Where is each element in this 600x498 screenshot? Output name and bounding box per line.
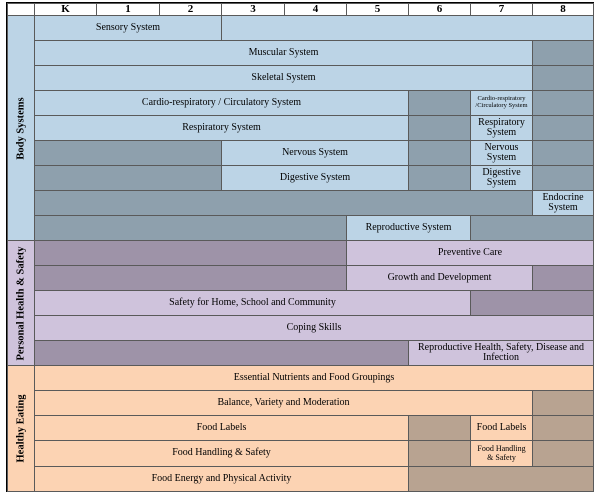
essential-nutrients-cell: Essential Nutrients and Food Groupings <box>34 365 594 391</box>
coping-skills-cell: Coping Skills <box>34 315 594 341</box>
balance-gray-cell <box>532 390 594 416</box>
nervous-gray-cell-8 <box>532 140 594 166</box>
balance-variety-cell: Balance, Variety and Moderation <box>34 390 533 416</box>
food-handling-cell: Food Handling & Safety <box>34 440 409 467</box>
sensory-empty-cell <box>221 15 594 41</box>
reproductive-gray-cell-k4 <box>34 215 347 241</box>
respiratory-gray-cell-6 <box>408 115 471 141</box>
nervous-gray-cell-k2 <box>34 140 222 166</box>
food-energy-cell: Food Energy and Physical Activity <box>34 466 409 492</box>
endocrine-gray-cell <box>34 190 533 216</box>
reproductive-health-cell: Reproductive Health, Safety, Disease and… <box>408 340 594 366</box>
endocrine-system-cell: Endocrine System <box>532 190 594 216</box>
cardio-gray-cell-8 <box>532 90 594 116</box>
growth-gray-cell-8 <box>532 265 594 291</box>
food-handling-gray-cell-6 <box>408 440 471 467</box>
food-labels-gray-cell-6 <box>408 415 471 441</box>
repro-health-gray-cell <box>34 340 409 366</box>
growth-development-cell: Growth and Development <box>346 265 533 291</box>
digestive-gray-cell-6 <box>408 165 471 191</box>
preventive-care-cell: Preventive Care <box>346 240 594 266</box>
skeletal-gray-cell <box>532 65 594 91</box>
food-energy-gray-cell <box>408 466 594 492</box>
nervous-system-grade7-cell: Nervous System <box>470 140 533 166</box>
food-handling-gray-cell-8 <box>532 440 594 467</box>
digestive-gray-cell-k2 <box>34 165 222 191</box>
food-labels-cell: Food Labels <box>34 415 409 441</box>
section-label-body-systems: Body Systems <box>7 15 35 241</box>
safety-gray-cell <box>470 290 594 316</box>
skeletal-system-cell: Skeletal System <box>34 65 533 91</box>
section-label-healthy-eating: Healthy Eating <box>7 365 35 492</box>
cardio-gray-cell-6 <box>408 90 471 116</box>
preventive-gray-cell <box>34 240 347 266</box>
growth-gray-cell-k4 <box>34 265 347 291</box>
muscular-system-cell: Muscular System <box>34 40 533 66</box>
digestive-gray-cell-8 <box>532 165 594 191</box>
curriculum-grid: K 1 2 3 4 5 6 7 8 Body Systems Personal … <box>6 2 594 492</box>
section-label-personal-health: Personal Health & Safety <box>7 240 35 366</box>
sensory-system-cell: Sensory System <box>34 15 222 41</box>
respiratory-system-grade7-cell: Respiratory System <box>470 115 533 141</box>
cardio-system-cell: Cardio-respiratory / Circulatory System <box>34 90 409 116</box>
digestive-system-grade7-cell: Digestive System <box>470 165 533 191</box>
nervous-system-cell: Nervous System <box>221 140 409 166</box>
respiratory-gray-cell-8 <box>532 115 594 141</box>
reproductive-gray-cell-78 <box>470 215 594 241</box>
nervous-gray-cell-6 <box>408 140 471 166</box>
food-handling-grade7-cell: Food Handling & Safety <box>470 440 533 467</box>
food-labels-gray-cell-8 <box>532 415 594 441</box>
muscular-gray-cell <box>532 40 594 66</box>
food-labels-grade7-cell: Food Labels <box>470 415 533 441</box>
respiratory-system-cell: Respiratory System <box>34 115 409 141</box>
reproductive-system-cell: Reproductive System <box>346 215 471 241</box>
safety-home-school-cell: Safety for Home, School and Community <box>34 290 471 316</box>
digestive-system-cell: Digestive System <box>221 165 409 191</box>
cardio-system-grade7-cell: Cardio-respiratory /Circulatory System <box>470 90 533 116</box>
